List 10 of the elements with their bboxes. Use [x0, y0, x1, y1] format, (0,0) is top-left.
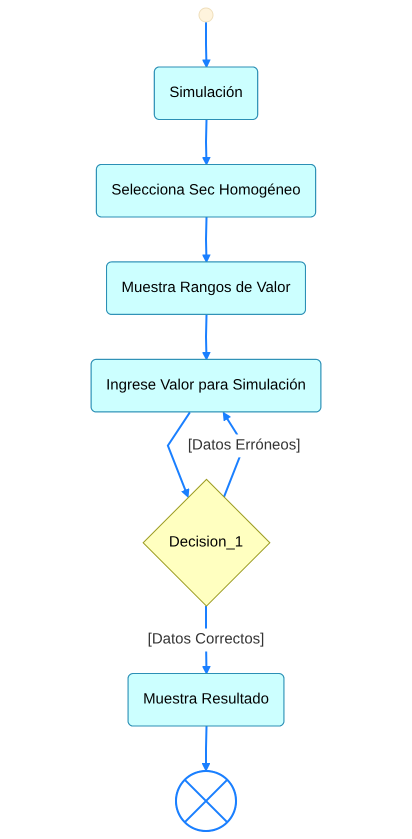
edge-label: [Datos Correctos]: [148, 630, 264, 648]
arrow: [202, 217, 211, 263]
arrow: [202, 120, 211, 166]
node-circle: [198, 8, 214, 22]
arrow: [202, 314, 211, 360]
node-diamond: Decision_1: [142, 478, 271, 607]
arrow: [166, 412, 191, 498]
arrow: [202, 22, 211, 68]
arrow: [202, 726, 210, 772]
edge-label: [Datos Erróneos]: [188, 436, 300, 454]
